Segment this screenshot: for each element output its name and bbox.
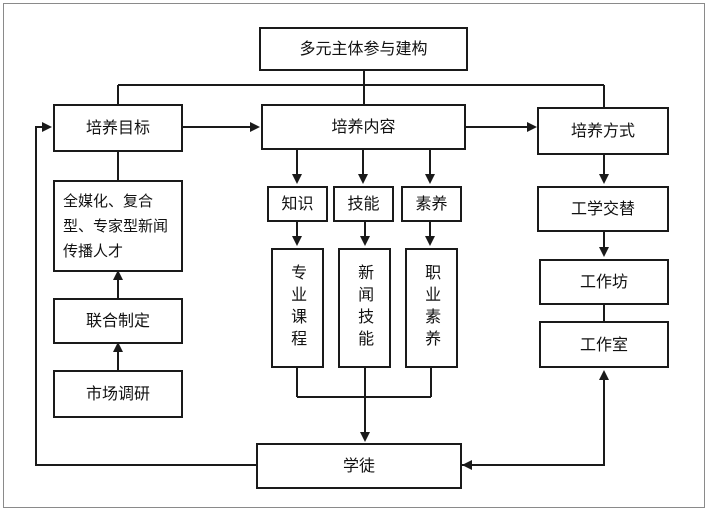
node-alternate-label: 工学交替 (570, 199, 635, 219)
node-market: 市场调研 (53, 370, 183, 418)
node-skill-label: 技能 (347, 194, 380, 214)
node-workshop: 工作坊 (539, 259, 669, 305)
node-method-label: 培养方式 (570, 121, 635, 141)
node-talent-label: 全媒化、复合型、专家型新闻传播人才 (63, 191, 169, 260)
node-quality: 素养 (401, 186, 462, 222)
node-course-label: 专业课程 (288, 264, 308, 352)
node-newsskill: 新闻技能 (338, 248, 391, 368)
node-top: 多元主体参与建构 (259, 27, 468, 71)
node-joint: 联合制定 (53, 298, 183, 344)
node-apprentice-label: 学徒 (342, 456, 375, 476)
node-studio: 工作室 (539, 321, 669, 368)
node-knowledge: 知识 (267, 186, 328, 222)
node-alternate: 工学交替 (537, 186, 669, 232)
node-market-label: 市场调研 (85, 384, 150, 404)
node-goal-label: 培养目标 (85, 118, 150, 138)
node-content: 培养内容 (261, 104, 466, 150)
node-talent: 全媒化、复合型、专家型新闻传播人才 (53, 180, 183, 272)
node-studio-label: 工作室 (579, 334, 628, 354)
node-method: 培养方式 (537, 107, 669, 155)
node-knowledge-label: 知识 (281, 194, 314, 214)
node-workshop-label: 工作坊 (579, 272, 628, 292)
node-goal: 培养目标 (53, 104, 183, 152)
node-quality-label: 素养 (415, 194, 448, 214)
node-apprentice: 学徒 (256, 443, 462, 489)
node-content-label: 培养内容 (331, 117, 396, 137)
diagram-frame (3, 3, 705, 508)
node-professional: 职业素养 (405, 248, 458, 368)
node-skill: 技能 (333, 186, 394, 222)
node-newsskill-label: 新闻技能 (355, 264, 375, 352)
node-professional-label: 职业素养 (422, 264, 442, 352)
node-joint-label: 联合制定 (85, 311, 150, 331)
node-top-label: 多元主体参与建构 (299, 39, 428, 59)
node-course: 专业课程 (271, 248, 324, 368)
